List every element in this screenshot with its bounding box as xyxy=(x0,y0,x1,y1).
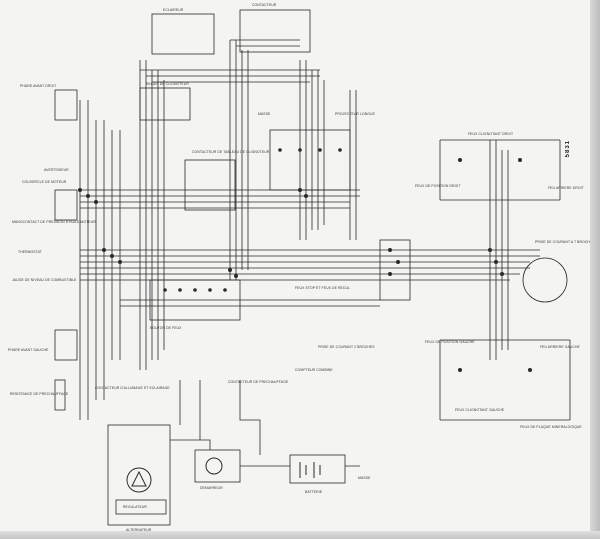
connector-block xyxy=(379,239,411,301)
label-avertisseur: AVERTISSEUR xyxy=(44,168,69,172)
label-feu-arriere-droit: FEU ARRIERE DROIT xyxy=(548,186,584,190)
bouton-feux-box xyxy=(149,279,241,321)
label-compteur: COMPTEUR COMBINE xyxy=(295,368,333,372)
label-prise-courant-2: PRISE DE COURANT 2 BROCHES xyxy=(318,345,375,349)
label-top-box-1: ECLAIREUR xyxy=(163,8,184,12)
label-masse-2: MASSE xyxy=(358,476,371,480)
label-couvercle-moteur: COUVERCLE DE MOTEUR xyxy=(22,180,67,184)
top-box-left xyxy=(151,13,215,55)
label-phare-avant-gauche: PHARE AVANT GAUCHE xyxy=(8,348,49,352)
relais-box xyxy=(139,87,191,121)
label-alternateur: ALTERNATEUR xyxy=(126,528,152,532)
avertisseur xyxy=(54,189,78,221)
label-regulateur: REGULATEUR xyxy=(123,505,147,509)
label-prise-courant: PRISE DE COURANT A 7 BROCHES xyxy=(535,240,595,244)
top-box-right xyxy=(239,9,311,53)
label-contacteur-tableau: CONTACTEUR DE TABLEAU DE CLIGNOTEUR xyxy=(192,150,270,154)
label-thermostat: THERMOSTAT xyxy=(18,250,42,254)
label-feux-plaque: FEUX DE PLAQUE MINERALOGIQUE xyxy=(520,425,582,429)
label-contacteur-prechauffage: CONTACTEUR DE PRECHAUFFAGE xyxy=(228,380,289,384)
label-resistance: RESISTANCE DE PRECHAUFFAGE xyxy=(10,392,69,396)
label-feu-position-droit: FEUX DE POSITION DROIT xyxy=(415,184,461,188)
label-relais: RELAIS DE CLIGNOTEUR xyxy=(146,82,189,86)
label-projecteur-longue: PROJECTEUR LONGUE xyxy=(335,112,375,116)
label-feu-arriere-gauche: FEU ARRIERE GAUCHE xyxy=(540,345,580,349)
regulateur-box xyxy=(115,499,167,515)
label-jauge: JAUGE DE NIVEAU DE COMBUSTIBLE xyxy=(12,278,77,282)
label-phare-avant-droit: PHARE AVANT DROIT xyxy=(20,84,57,88)
label-manocontact: MANOCONTACT DE PRESSION D'HUILE MOTEUR xyxy=(12,220,96,224)
demarreur-box xyxy=(194,449,241,483)
batterie-box xyxy=(289,454,346,484)
label-top-box-2: CONTACTEUR xyxy=(252,3,277,7)
phare-gauche xyxy=(54,329,78,361)
phare-droit xyxy=(54,89,78,121)
label-feux-stop: FEUX STOP ET FEUX DE RECUL xyxy=(295,286,350,290)
page-edge-right xyxy=(590,0,600,539)
side-mark: 5831 xyxy=(565,140,571,158)
projecteur-box xyxy=(269,129,351,191)
label-feux-clignot-gauche: FEUX CLIGNOTANT GAUCHE xyxy=(455,408,505,412)
prise-courant-circle xyxy=(522,257,568,303)
alternateur-box xyxy=(107,424,171,526)
label-bouton-feux: BOUTON DE FEUX xyxy=(150,326,182,330)
label-batterie: BATTERIE xyxy=(305,490,323,494)
resistance xyxy=(54,379,66,411)
label-demarreur: DEMARREUR xyxy=(200,486,223,490)
label-feux-position-gauche: FEUX DE POSITION GAUCHE xyxy=(425,340,475,344)
page-edge-bottom xyxy=(0,531,600,539)
label-contacteur-allumage: CONTACTEUR D'ALLUMAGE ET ECLAIRAGE xyxy=(95,386,170,390)
label-masse: MASSE xyxy=(258,112,271,116)
contacteur-tableau-box xyxy=(184,159,236,211)
label-feux-clignot-droit: FEUX CLIGNOTANT DROIT xyxy=(468,132,514,136)
